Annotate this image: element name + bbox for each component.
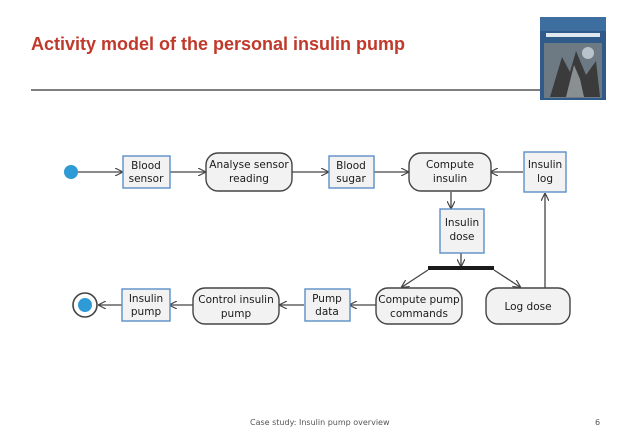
- connectors: [78, 172, 545, 305]
- end-node: [72, 292, 98, 318]
- start-node: [64, 165, 78, 179]
- insulin-log-box: [523, 151, 567, 193]
- blood-sugar-label-1: Blood: [336, 160, 366, 172]
- slide-title: Activity model of the personal insulin p…: [31, 34, 406, 54]
- fork-bar: [428, 266, 494, 270]
- blood-sugar-box: [328, 155, 375, 189]
- blood-sugar-label-2: sugar: [336, 173, 366, 185]
- analyse-label-2: reading: [229, 173, 269, 185]
- insulin-dose-box: [439, 208, 485, 254]
- insulin-pump-box: [121, 288, 171, 322]
- control-pump-label-1: Control insulin: [198, 294, 273, 306]
- control-pump-label-2: pump: [221, 308, 252, 320]
- blood-sensor-box: [122, 155, 171, 189]
- compute-insulin-label-1: Compute: [426, 159, 474, 171]
- log-dose-label: Log dose: [504, 301, 551, 313]
- node-labels: Blood sensor Analyse sensor reading Bloo…: [129, 159, 563, 320]
- log-dose-activity: [485, 287, 571, 325]
- control-insulin-pump-activity: [192, 287, 280, 325]
- title-divider: [31, 89, 541, 91]
- insulin-pump-label-2: pump: [131, 306, 162, 318]
- page-number: 6: [595, 418, 601, 427]
- analyse-sensor-reading-activity: [205, 152, 293, 192]
- insulin-dose-label-2: dose: [449, 231, 474, 243]
- arrow-fork-to-compute-pump-commands: [402, 269, 429, 287]
- pump-data-label-1: Pump: [312, 293, 342, 305]
- book-cover-image: [540, 17, 606, 100]
- analyse-label-1: Analyse sensor: [209, 159, 289, 171]
- blood-sensor-label-2: sensor: [129, 173, 164, 185]
- compute-insulin-activity: [408, 152, 492, 192]
- insulin-dose-label-1: Insulin: [445, 217, 479, 229]
- insulin-log-label-1: Insulin: [528, 159, 562, 171]
- pump-data-label-2: data: [315, 306, 339, 318]
- footer-caption: Case study: Insulin pump overview: [250, 418, 390, 427]
- pump-data-box: [304, 288, 351, 322]
- arrow-fork-to-log-dose: [493, 269, 520, 287]
- blood-sensor-label-1: Blood: [131, 160, 161, 172]
- insulin-pump-label-1: Insulin: [129, 293, 163, 305]
- compute-pump-label-2: commands: [390, 308, 448, 320]
- compute-insulin-label-2: insulin: [433, 173, 467, 185]
- insulin-log-label-2: log: [537, 173, 553, 185]
- compute-pump-commands-activity: [375, 287, 463, 325]
- compute-pump-label-1: Compute pump: [378, 294, 460, 306]
